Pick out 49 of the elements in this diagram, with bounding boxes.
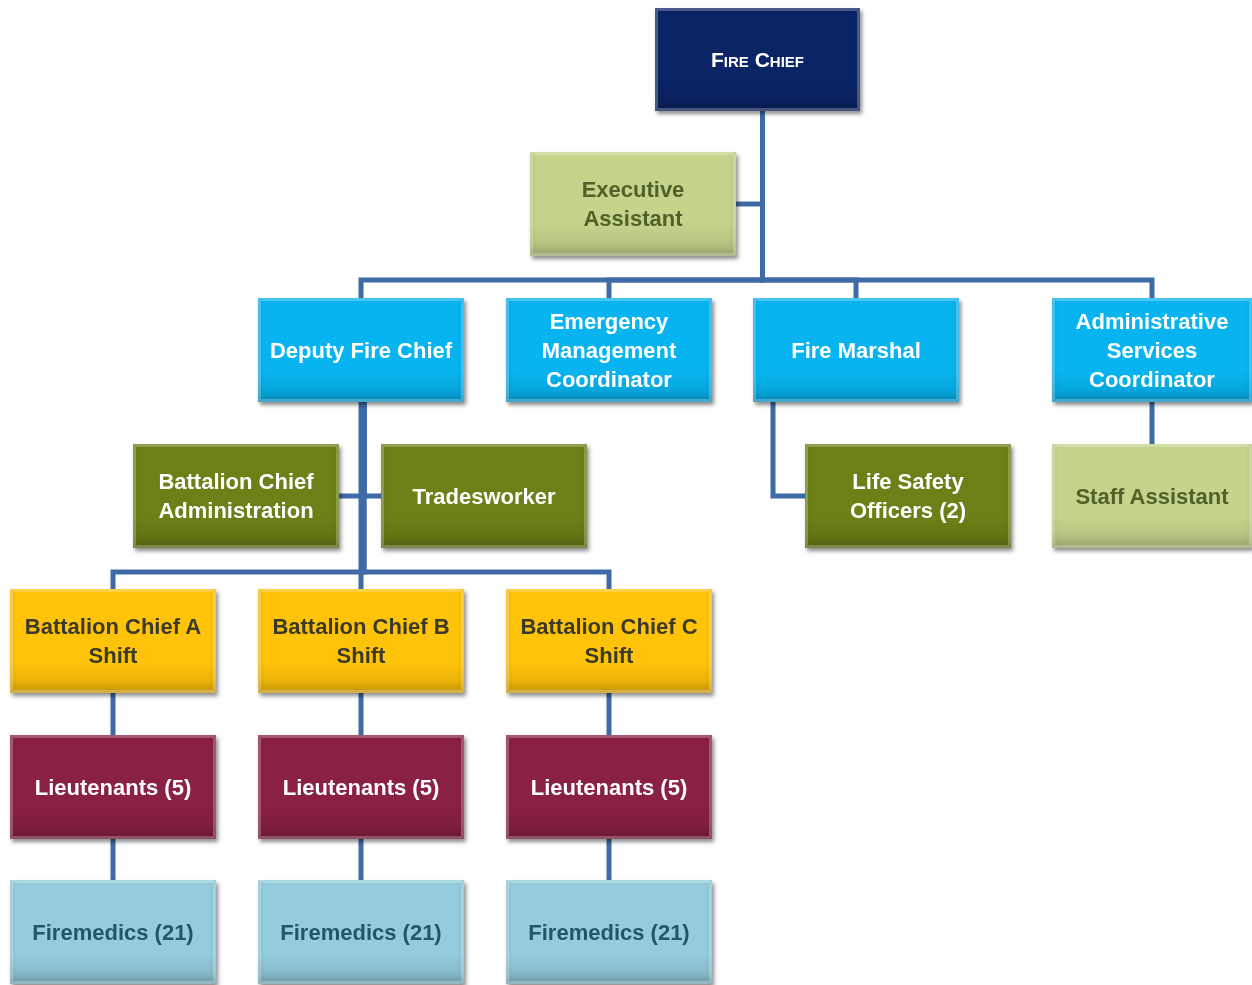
division-box: [506, 298, 712, 402]
connector-line: [1149, 402, 1155, 444]
node-title: Fire Chief: [711, 47, 804, 73]
firemedic-box: [10, 880, 216, 984]
node-title: Battalion Chief B Shift: [271, 613, 451, 670]
staff-box: [530, 152, 736, 256]
node-title: Emergency Management Coordinator: [540, 307, 678, 394]
connector-line: [110, 693, 116, 735]
node-title: Lieutenants (5): [530, 773, 688, 802]
node-title: Firemedics (21): [32, 918, 194, 947]
connector-line: [110, 839, 116, 880]
shift-box: [258, 589, 464, 693]
node-title: Administrative Services Coordinator: [1074, 307, 1230, 394]
division-box: [1052, 298, 1252, 402]
connector-line: [361, 402, 612, 589]
division-box: [753, 298, 959, 402]
shift-box: [506, 589, 712, 693]
officer-box: [381, 444, 587, 548]
node-title: Battalion Chief A Shift: [23, 613, 203, 670]
connector-line: [760, 111, 1155, 298]
node-title: Battalion Chief Administration: [157, 468, 315, 525]
connector-line: [358, 402, 364, 589]
node-title: Fire Marshal: [791, 336, 921, 365]
lieutenant-box: [506, 735, 712, 839]
node-title: Executive Assistant: [580, 176, 686, 233]
connector-line: [606, 839, 612, 880]
lieutenant-box: [10, 735, 216, 839]
node-title: Lieutenants (5): [34, 773, 192, 802]
connector-line: [358, 839, 364, 880]
firemedic-box: [506, 880, 712, 984]
node-title: Staff Assistant: [1075, 482, 1229, 511]
node-title: Firemedics (21): [280, 918, 442, 947]
division-box: [258, 298, 464, 402]
node-title: Life Safety Officers (2): [848, 468, 968, 525]
node-title: Lieutenants (5): [282, 773, 440, 802]
node-title: Deputy Fire Chief: [269, 336, 453, 365]
node-title: Firemedics (21): [528, 918, 690, 947]
firemedic-box: [258, 880, 464, 984]
connector-line: [770, 402, 805, 499]
staff-box: [1052, 444, 1252, 548]
officer-box: [133, 444, 339, 548]
node-title: Battalion Chief C Shift: [519, 613, 699, 670]
officer-box: [805, 444, 1011, 548]
shift-box: [10, 589, 216, 693]
chief-box: [655, 8, 860, 111]
connector-line: [358, 693, 364, 735]
lieutenant-box: [258, 735, 464, 839]
connector-line: [606, 693, 612, 735]
node-title: Tradesworker: [412, 482, 556, 511]
